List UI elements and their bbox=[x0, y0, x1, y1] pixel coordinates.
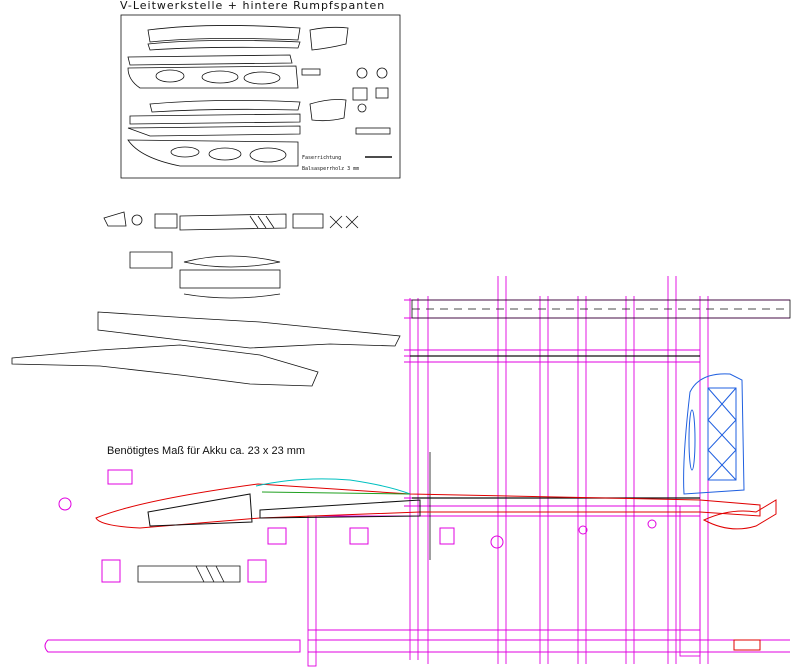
part-tail-piece-1 bbox=[309, 26, 349, 51]
part-hole-2 bbox=[201, 70, 239, 84]
fin-leading-edge bbox=[688, 409, 696, 471]
parts-sheet-border bbox=[120, 14, 401, 179]
part-box bbox=[292, 213, 324, 229]
fuselage-panel-lower bbox=[11, 344, 319, 387]
canopy-frame bbox=[261, 491, 411, 495]
fiber-direction-note: Faserrichtung bbox=[302, 155, 341, 161]
fuselage-outline bbox=[95, 483, 761, 529]
construction-grid bbox=[307, 276, 790, 667]
bottom-strip bbox=[44, 639, 301, 653]
part-strip-2 bbox=[147, 40, 301, 51]
material-note: Balsasperrholz 3 mm bbox=[302, 166, 359, 172]
parts-sheet bbox=[120, 14, 401, 179]
stringers bbox=[410, 299, 791, 560]
former-square-b bbox=[349, 527, 369, 545]
canopy-outline bbox=[255, 478, 411, 495]
part-strip-5 bbox=[129, 113, 301, 125]
part-hole-1 bbox=[155, 69, 185, 83]
part-former-square-2 bbox=[375, 87, 389, 99]
part-block bbox=[154, 213, 178, 229]
part-former-round-2 bbox=[376, 67, 388, 79]
former-round-c bbox=[578, 525, 588, 535]
part-long-stringer bbox=[179, 213, 287, 231]
battery-bay bbox=[147, 493, 253, 527]
tail-fitting bbox=[702, 499, 777, 651]
fin-truss bbox=[707, 387, 737, 481]
part-plate bbox=[179, 269, 281, 289]
fuselage-side-inner bbox=[259, 499, 421, 519]
part-stringer-cross bbox=[249, 215, 275, 229]
landing-gear bbox=[137, 565, 241, 583]
part-former-panel-1 bbox=[127, 65, 299, 89]
former-round-d bbox=[647, 519, 657, 529]
part-strip-3 bbox=[127, 54, 293, 66]
part-hole-3 bbox=[243, 71, 281, 85]
battery-note: Benötigtes Maß für Akku ca. 23 x 23 mm bbox=[107, 445, 305, 457]
fuselage-profile bbox=[95, 478, 761, 529]
formers bbox=[44, 469, 657, 653]
part-hole-4 bbox=[170, 146, 200, 158]
part-small-tab bbox=[301, 68, 321, 76]
part-lens-shape bbox=[183, 255, 281, 268]
part-strip-1 bbox=[147, 25, 301, 43]
part-nose-piece bbox=[103, 211, 127, 227]
part-strip-7 bbox=[355, 127, 391, 135]
part-x-marks bbox=[329, 215, 359, 229]
fuselage-panel-upper bbox=[97, 311, 401, 349]
sheet-title: V-Leitwerkstelle + hintere Rumpfspanten bbox=[120, 0, 385, 12]
part-former-round-3 bbox=[357, 103, 367, 113]
part-former-panel-2 bbox=[127, 139, 299, 167]
small-fitting bbox=[733, 639, 761, 651]
part-strip-6 bbox=[127, 125, 301, 137]
tail-fin bbox=[683, 373, 745, 495]
loose-parts bbox=[103, 211, 359, 299]
former-square-c bbox=[439, 527, 455, 545]
part-round-small bbox=[131, 214, 143, 226]
former-block-a bbox=[107, 469, 133, 485]
fuselage-side-panels bbox=[11, 311, 401, 387]
part-tail-piece-2 bbox=[309, 99, 347, 122]
former-block-c bbox=[247, 559, 267, 583]
former-block-b bbox=[101, 559, 121, 583]
former-square-a bbox=[267, 527, 287, 545]
former-round-a bbox=[58, 497, 72, 511]
fin-outline bbox=[683, 373, 745, 495]
part-former-round-1 bbox=[356, 67, 368, 79]
part-strip-4 bbox=[149, 100, 301, 113]
part-curve-strip bbox=[183, 293, 281, 299]
part-tray bbox=[129, 251, 173, 269]
former-round-b bbox=[490, 535, 504, 549]
part-former-square-1 bbox=[352, 87, 368, 101]
tail-cone bbox=[702, 499, 777, 530]
part-hole-6 bbox=[249, 147, 287, 163]
part-hole-5 bbox=[208, 147, 242, 161]
fin-inner bbox=[707, 387, 737, 481]
